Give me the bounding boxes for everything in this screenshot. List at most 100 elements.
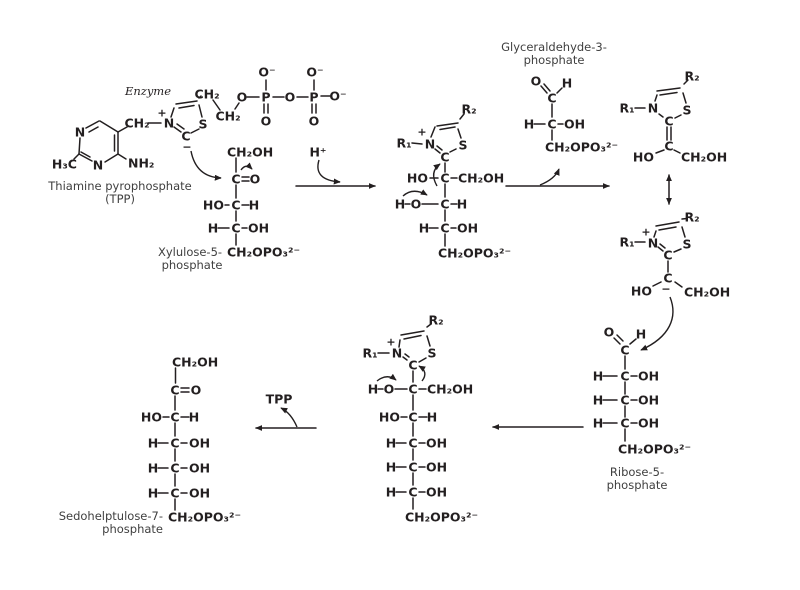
atom-c2: C	[408, 358, 417, 373]
c2: C	[620, 369, 629, 384]
c7-phosphate: CH₂OPO₃²⁻	[168, 510, 241, 525]
c2p: C	[440, 171, 449, 186]
carbonyl-electron-arrow	[240, 162, 253, 171]
atom-c2-ylide: C	[181, 129, 190, 144]
tpp-name-line1: Thiamine pyrophosphate	[47, 179, 191, 193]
atom-n3: N	[93, 158, 103, 173]
xylulose-structure: CH₂OH C O HO C H H C OH CH₂OPO₃²⁻ Xylulo…	[158, 145, 300, 273]
r2-group: R₂	[428, 313, 443, 328]
c2p-ho: HO	[407, 171, 428, 186]
step4-reaction-arrow: TPP	[255, 392, 317, 431]
minus-charge: −	[182, 141, 191, 154]
bond-shift-curved-arrow	[432, 163, 441, 187]
ribose-label-line1: Ribose-5-	[610, 465, 664, 479]
c2-oh: OH	[564, 117, 585, 132]
c4-oh: OH	[638, 416, 659, 431]
c4: C	[440, 221, 449, 236]
bond-shift-curved-arrow	[418, 365, 426, 382]
ribose-structure: O H C H C OH H C OH H C OH CH₂OPO₃²⁻ Rib…	[593, 325, 691, 493]
c4-h: H	[593, 416, 603, 431]
c4-h: H	[419, 221, 429, 236]
c6-oh: OH	[426, 485, 447, 500]
c5-phosphate: CH₂OPO₃²⁻	[618, 442, 691, 457]
atom-s: S	[458, 138, 467, 153]
xylulose-c4: C	[231, 221, 240, 236]
xylulose-c4-h: H	[208, 221, 218, 236]
ribose-bonds	[602, 334, 638, 442]
xylulose-c3-h: H	[249, 198, 259, 213]
atom-s: S	[427, 346, 436, 361]
c5: C	[408, 460, 417, 475]
ribose-label-line2: phosphate	[607, 478, 668, 492]
sedoheptulose-structure: CH₂OH C O HO C H H C OH H C OH H C OH CH…	[59, 355, 241, 537]
c3-h: H	[457, 197, 467, 212]
r1-group: R₁	[619, 235, 634, 250]
plus-charge: +	[386, 336, 395, 349]
bridge-ch2: CH₂	[124, 116, 149, 131]
xylulose-c4-oh: OH	[248, 221, 269, 236]
c1: CH₂OH	[172, 355, 218, 370]
carbanion-bonds	[634, 217, 688, 288]
c7-phosphate: CH₂OPO₃²⁻	[405, 510, 478, 525]
p1-o-minus: O⁻	[258, 65, 275, 80]
atom-s: S	[198, 117, 207, 132]
h-plus-label: H⁺	[309, 145, 326, 160]
c2p: C	[408, 382, 417, 397]
thiazolium-ring-bonds	[147, 100, 203, 134]
c5-h: H	[386, 460, 396, 475]
amino-group: NH₂	[128, 156, 154, 171]
c3-h: H	[593, 393, 603, 408]
step1-reaction-arrow: H⁺	[295, 145, 376, 189]
g3p-label-line1: Glyceraldehyde-3-	[501, 40, 607, 54]
p2-o-minus: O⁻	[306, 65, 323, 80]
terminal-o-minus: O⁻	[329, 89, 346, 104]
c5-h: H	[148, 461, 158, 476]
g3p-bonds	[533, 83, 564, 141]
atom-n-thiazolium: N	[164, 116, 174, 131]
p1-dbl-o: O	[261, 114, 272, 129]
c2p: C	[664, 139, 673, 154]
tpp-structure: Enzyme N N H₃C NH₂ CH₂ + N S	[47, 65, 346, 207]
sedoheptulose-label-line2: phosphate	[102, 522, 163, 536]
c3: C	[408, 410, 417, 425]
atom-c2: C	[664, 114, 673, 129]
ester-o: O	[237, 90, 248, 105]
xylulose-c3-ho: HO	[203, 198, 224, 213]
atom-s: S	[682, 103, 691, 118]
p2-dbl-o: O	[309, 114, 320, 129]
c3-o: O	[411, 197, 422, 212]
pyrophosphate-chain-bonds	[198, 79, 331, 114]
c2: C	[547, 117, 556, 132]
r1-group: R₁	[619, 101, 634, 116]
c3: C	[170, 410, 179, 425]
c2p-oh-h: H	[368, 382, 378, 397]
minus-charge: −	[661, 283, 670, 296]
carbanion-intermediate: R₁ + N R₂ S C C − HO CH₂OH	[619, 210, 730, 351]
c5-phosphate: CH₂OPO₃²⁻	[438, 246, 511, 261]
c4-oh: OH	[189, 436, 210, 451]
c4-h: H	[386, 436, 396, 451]
c2-oh: OH	[638, 369, 659, 384]
aldehyde-h: H	[562, 76, 572, 91]
c2p-o: O	[384, 382, 395, 397]
atom-c2: C	[440, 150, 449, 165]
c4: C	[620, 416, 629, 431]
c4-oh: OH	[457, 221, 478, 236]
glyceraldehyde-3-phosphate: Glyceraldehyde-3- phosphate O H C H C OH…	[501, 40, 618, 155]
carbanion-attack-curved-arrow	[640, 296, 674, 351]
enamine-intermediate: R₁ N R₂ S C C HO CH₂OH	[619, 69, 727, 165]
sedoheptulose-tpp-adduct: R₁ + N R₂ S C H O C CH₂OH HO C H H C OH	[362, 313, 478, 525]
atom-p2: P	[309, 90, 318, 105]
enzyme-label: Enzyme	[124, 84, 171, 98]
r2-group: R₂	[461, 102, 476, 117]
c2p-ch2oh: CH₂OH	[427, 382, 473, 397]
carbanion-c: C	[663, 271, 672, 286]
g3p-release-curved-arrow	[539, 168, 560, 186]
atom-c2: C	[663, 248, 672, 263]
proton-shift-curved-arrow	[402, 189, 428, 197]
c4-h: H	[148, 436, 158, 451]
g3p-label-line2: phosphate	[524, 53, 585, 67]
aldehyde-c: C	[547, 91, 556, 106]
adduct2-chain-bonds	[377, 370, 428, 510]
